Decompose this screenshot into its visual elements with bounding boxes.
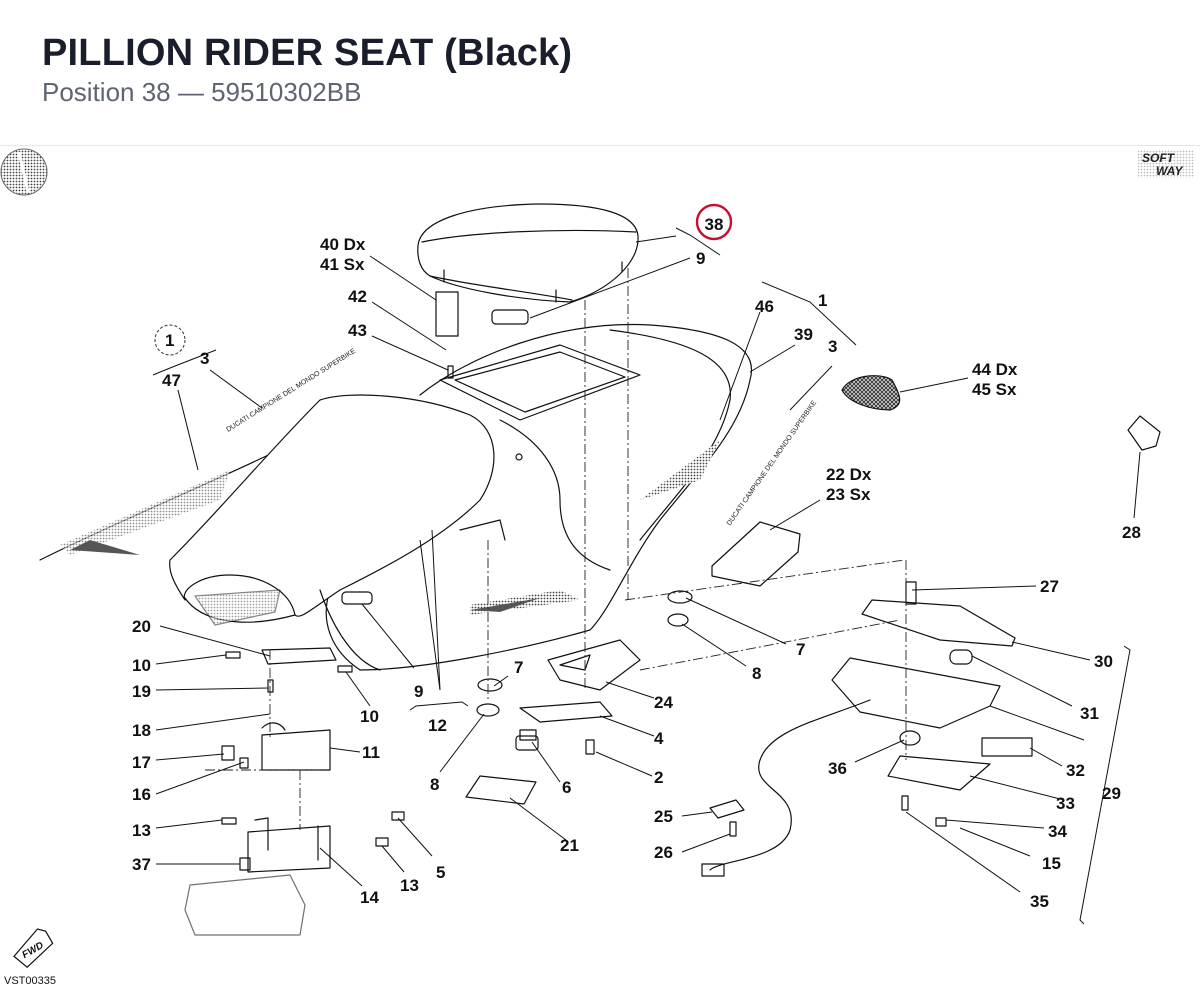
label-37: 37: [132, 855, 151, 874]
small-fasteners: [221, 291, 1033, 847]
label-22: 22 Dx: [826, 465, 872, 484]
label-29: 29: [1102, 784, 1121, 803]
label-13a: 13: [132, 821, 151, 840]
label-45: 45 Sx: [972, 380, 1017, 399]
pad-21: [465, 775, 537, 805]
label-13b: 13: [400, 876, 419, 895]
dotted-disc-logo: [0, 148, 48, 196]
part-labels: 40 Dx 41 Sx 42 43 1 3 47 9 46 1 39 3 44 …: [132, 235, 1141, 911]
label-32: 32: [1066, 761, 1085, 780]
label-6: 6: [562, 778, 571, 797]
label-10b: 10: [360, 707, 379, 726]
label-15: 15: [1042, 854, 1061, 873]
label-12: 12: [428, 716, 447, 735]
label-1a: 1: [165, 331, 174, 350]
svg-text:WAY: WAY: [1156, 164, 1183, 178]
plate-holder: [831, 657, 1001, 729]
label-11: 11: [362, 743, 380, 762]
label-39: 39: [794, 325, 813, 344]
label-28: 28: [1122, 523, 1141, 542]
label-9a: 9: [696, 249, 705, 268]
label-34: 34: [1048, 822, 1067, 841]
label-7a: 7: [514, 658, 523, 677]
label-14: 14: [360, 888, 379, 907]
page-title: PILLION RIDER SEAT (Black): [42, 32, 573, 74]
label-18: 18: [132, 721, 151, 740]
label-36: 36: [828, 759, 847, 778]
clip-25: [709, 799, 745, 819]
page-subtitle: Position 38 — 59510302BB: [42, 77, 362, 107]
label-1b: 1: [818, 291, 827, 310]
header-divider: [0, 145, 1200, 146]
label-3a: 3: [200, 349, 209, 368]
label-31: 31: [1080, 704, 1099, 723]
label-16: 16: [132, 785, 151, 804]
label-4: 4: [654, 729, 664, 748]
leader-lines: [152, 227, 1141, 925]
mesh-cover: [841, 375, 901, 411]
highlight-ring-38: [695, 203, 733, 241]
cable: [709, 699, 871, 871]
label-42: 42: [348, 287, 367, 306]
svg-text:SOFT: SOFT: [1142, 151, 1176, 165]
rider-seat: [169, 394, 506, 671]
label-8b: 8: [752, 664, 761, 683]
label-23: 23 Sx: [826, 485, 871, 504]
label-25: 25: [654, 807, 673, 826]
label-21: 21: [560, 836, 579, 855]
label-43: 43: [348, 321, 367, 340]
label-9b: 9: [414, 682, 423, 701]
label-17: 17: [132, 753, 151, 772]
label-2: 2: [654, 768, 663, 787]
header: PILLION RIDER SEAT (Black) Position 38 —…: [42, 30, 572, 108]
clip-28: [1127, 415, 1161, 451]
alignment-lines: [205, 268, 907, 830]
label-46: 46: [755, 297, 774, 316]
label-27: 27: [1040, 577, 1059, 596]
grommet-6: [519, 729, 537, 741]
pillion-seat: [417, 203, 639, 303]
label-19: 19: [132, 682, 151, 701]
label-5: 5: [436, 863, 445, 882]
label-20: 20: [132, 617, 151, 636]
tail-body: [325, 323, 753, 671]
softway-logo: SOFT WAY: [1138, 150, 1194, 178]
label-44: 44 Dx: [972, 360, 1018, 379]
label-30: 30: [1094, 652, 1113, 671]
label-33: 33: [1056, 794, 1075, 813]
dashed-ring-1: [154, 324, 186, 356]
decal-text-right: DUCATI CAMPIONE DEL MONDO SUPERBIKE: [726, 399, 818, 527]
label-47: 47: [162, 371, 181, 390]
latch-plates: [519, 639, 641, 723]
tail-light: [861, 599, 1016, 647]
cable-connector: [701, 863, 725, 877]
label-35: 35: [1030, 892, 1049, 911]
label-24: 24: [654, 693, 673, 712]
seat-bracket-assembly: [184, 647, 337, 936]
label-26: 26: [654, 843, 673, 862]
label-3b: 3: [828, 337, 837, 356]
label-8a: 8: [430, 775, 439, 794]
label-10a: 10: [132, 656, 151, 675]
label-40: 40 Dx: [320, 235, 366, 254]
storage-pad: [711, 521, 801, 587]
fwd-badge: FWD: [13, 928, 54, 969]
label-38: 38: [705, 215, 724, 234]
label-41: 41 Sx: [320, 255, 365, 274]
diagram-code: VST00335: [4, 975, 56, 987]
label-7b: 7: [796, 640, 805, 659]
bracket-33: [887, 755, 991, 791]
